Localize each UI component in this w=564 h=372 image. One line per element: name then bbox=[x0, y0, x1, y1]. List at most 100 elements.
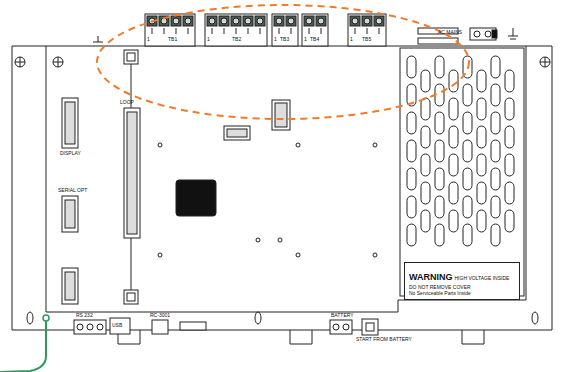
board-part bbox=[505, 126, 514, 148]
board-part bbox=[12, 46, 552, 330]
board-part bbox=[296, 143, 300, 147]
board-part bbox=[540, 57, 550, 67]
board-part bbox=[227, 129, 247, 137]
battery-label: BATTERY bbox=[331, 313, 354, 319]
board-part bbox=[53, 57, 63, 67]
board-part bbox=[255, 312, 261, 324]
board-part bbox=[505, 210, 514, 232]
board-part bbox=[15, 57, 25, 67]
board-part bbox=[224, 28, 225, 34]
board-part bbox=[407, 56, 416, 78]
board-part bbox=[124, 50, 138, 64]
board-part bbox=[376, 18, 382, 24]
board-part bbox=[53, 57, 63, 67]
board-part bbox=[145, 14, 195, 46]
loop-label: LOOP bbox=[120, 100, 134, 106]
board-part bbox=[463, 224, 472, 246]
board-part bbox=[477, 98, 486, 120]
board-part bbox=[233, 18, 239, 24]
board-part bbox=[333, 324, 339, 330]
board-part bbox=[43, 315, 49, 321]
board-part bbox=[306, 18, 312, 24]
board-part bbox=[275, 103, 287, 127]
board-part bbox=[421, 70, 430, 92]
board-part bbox=[449, 154, 458, 176]
port-label: RS 232 bbox=[76, 313, 93, 319]
board-part bbox=[491, 140, 500, 162]
pin-number: 1 bbox=[350, 37, 353, 43]
board-part bbox=[463, 140, 472, 162]
board-part bbox=[491, 84, 500, 106]
board-part bbox=[164, 28, 165, 34]
mains-label: AC MAINS bbox=[438, 30, 462, 36]
board-part bbox=[180, 322, 206, 330]
board-part bbox=[74, 320, 106, 334]
board-part bbox=[158, 253, 162, 257]
board-part bbox=[343, 324, 349, 330]
board-part bbox=[276, 18, 282, 24]
warning-text: HIGH VOLTAGE INSIDE bbox=[455, 275, 510, 281]
pin-number: 1 bbox=[207, 37, 210, 43]
board-part bbox=[0, 321, 46, 372]
board-part bbox=[321, 28, 322, 34]
board-part bbox=[462, 330, 484, 344]
board-part bbox=[302, 14, 328, 46]
board-part bbox=[362, 16, 372, 26]
board-part bbox=[407, 196, 416, 218]
warning-heading: WARNING bbox=[409, 272, 453, 283]
board-part bbox=[449, 210, 458, 232]
board-part bbox=[304, 16, 314, 26]
port-label: USB bbox=[112, 323, 122, 329]
board-part bbox=[491, 56, 500, 78]
board-part bbox=[421, 126, 430, 148]
board-part bbox=[65, 200, 75, 228]
pin-number: 1 bbox=[274, 37, 277, 43]
board-part bbox=[505, 70, 514, 92]
battery-label: START FROM BATTERY bbox=[356, 337, 412, 343]
board-part bbox=[350, 16, 360, 26]
board-part bbox=[407, 140, 416, 162]
board-part bbox=[87, 324, 93, 330]
board-part bbox=[491, 224, 500, 246]
board-part bbox=[477, 182, 486, 204]
board-part bbox=[127, 112, 137, 234]
board-part bbox=[532, 312, 538, 324]
board-part bbox=[508, 28, 518, 39]
board-part bbox=[348, 14, 386, 46]
board-part bbox=[449, 126, 458, 148]
board-part bbox=[288, 18, 294, 24]
board-part bbox=[15, 57, 25, 67]
board-part bbox=[421, 210, 430, 232]
board-part bbox=[449, 182, 458, 204]
board-part bbox=[171, 16, 181, 26]
board-part bbox=[127, 293, 135, 301]
board-part bbox=[256, 238, 260, 242]
board-part bbox=[491, 196, 500, 218]
board-part bbox=[93, 36, 103, 42]
board-part bbox=[260, 28, 261, 34]
board-part bbox=[145, 14, 386, 46]
board-part bbox=[421, 98, 430, 120]
board-part bbox=[477, 154, 486, 176]
board-part bbox=[290, 330, 312, 344]
board-part bbox=[400, 48, 524, 296]
board-part bbox=[12, 28, 552, 344]
board-part bbox=[131, 60, 132, 292]
board-part bbox=[173, 18, 179, 24]
board-part bbox=[62, 268, 78, 304]
board-part bbox=[435, 112, 444, 134]
board-part bbox=[62, 196, 78, 232]
warning-text: DO NOT REMOVE COVER bbox=[409, 284, 515, 290]
board-part bbox=[362, 319, 378, 335]
board-part bbox=[124, 108, 140, 238]
board-part bbox=[449, 70, 458, 92]
board-part bbox=[364, 18, 370, 24]
board-part bbox=[435, 224, 444, 246]
board-part bbox=[316, 16, 326, 26]
board-part bbox=[485, 31, 491, 37]
board-part bbox=[435, 168, 444, 190]
terminal-label: TB1 bbox=[168, 37, 177, 43]
board-part bbox=[435, 140, 444, 162]
board-part bbox=[407, 56, 514, 246]
